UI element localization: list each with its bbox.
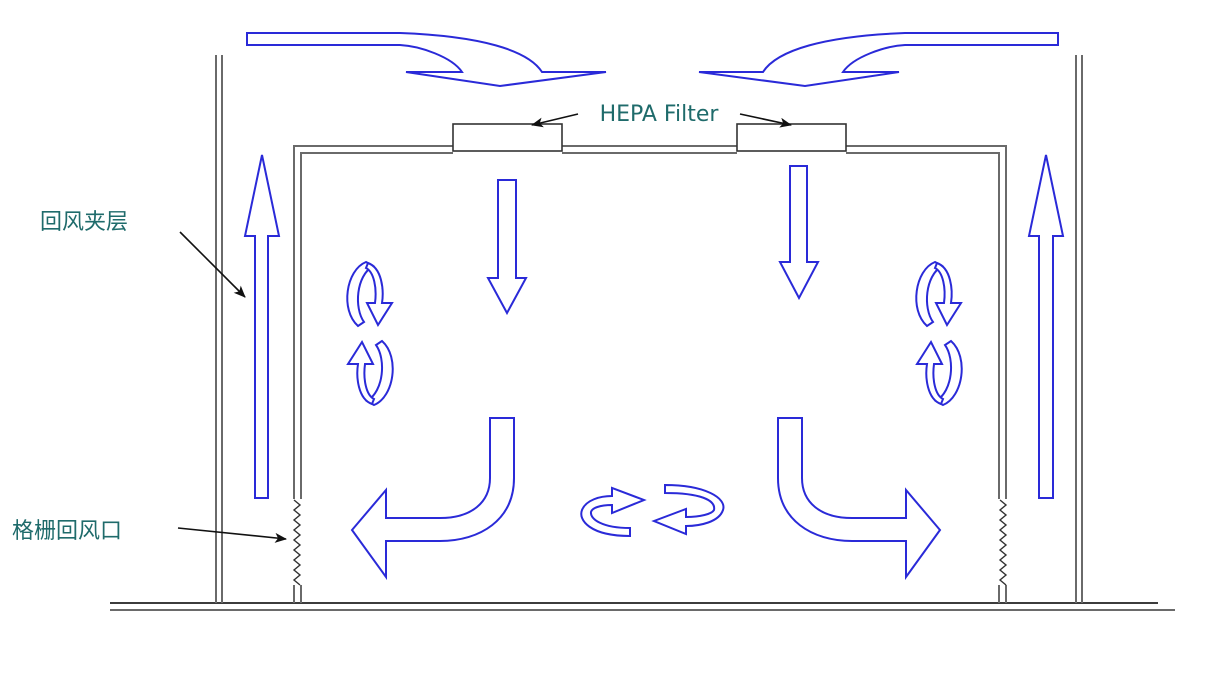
hepa-pointer-right — [739, 113, 792, 128]
vortex-arrow-right-upper — [915, 260, 963, 328]
grille-right — [998, 499, 1008, 586]
plenum-up-arrow-right — [1027, 154, 1065, 499]
bend-arrow-left — [350, 417, 515, 581]
plenum-up-arrow-left — [243, 154, 281, 499]
hepa-filter-label: HEPA Filter — [600, 102, 720, 127]
intake-arrow-right — [698, 32, 1059, 88]
outer-wall-left — [215, 55, 223, 603]
center-swirl-arrow — [580, 483, 725, 538]
vortex-arrow-right-lower — [915, 339, 963, 407]
floor — [110, 602, 1175, 611]
bend-arrow-right — [777, 417, 942, 581]
plenum-pointer — [179, 231, 246, 298]
hepa-pointer-left — [531, 113, 579, 128]
grille-return-vent-label: 格栅回风口 — [12, 519, 122, 544]
grille-left — [292, 499, 302, 586]
hepa-filter-right — [736, 123, 847, 152]
downflow-arrow-right — [778, 165, 820, 301]
return-air-plenum-label: 回风夹层 — [40, 210, 128, 235]
grille-slats — [292, 499, 302, 586]
outer-wall-right — [1075, 55, 1083, 603]
vortex-arrow-left-lower — [346, 339, 394, 407]
vortex-arrow-left-upper — [346, 260, 394, 328]
inner-room-enclosure — [293, 145, 1007, 603]
grille-slats — [998, 499, 1008, 586]
grille-pointer — [177, 527, 287, 543]
downflow-arrow-left — [486, 179, 528, 316]
intake-arrow-left — [246, 32, 607, 88]
hepa-filter-left — [452, 123, 563, 152]
